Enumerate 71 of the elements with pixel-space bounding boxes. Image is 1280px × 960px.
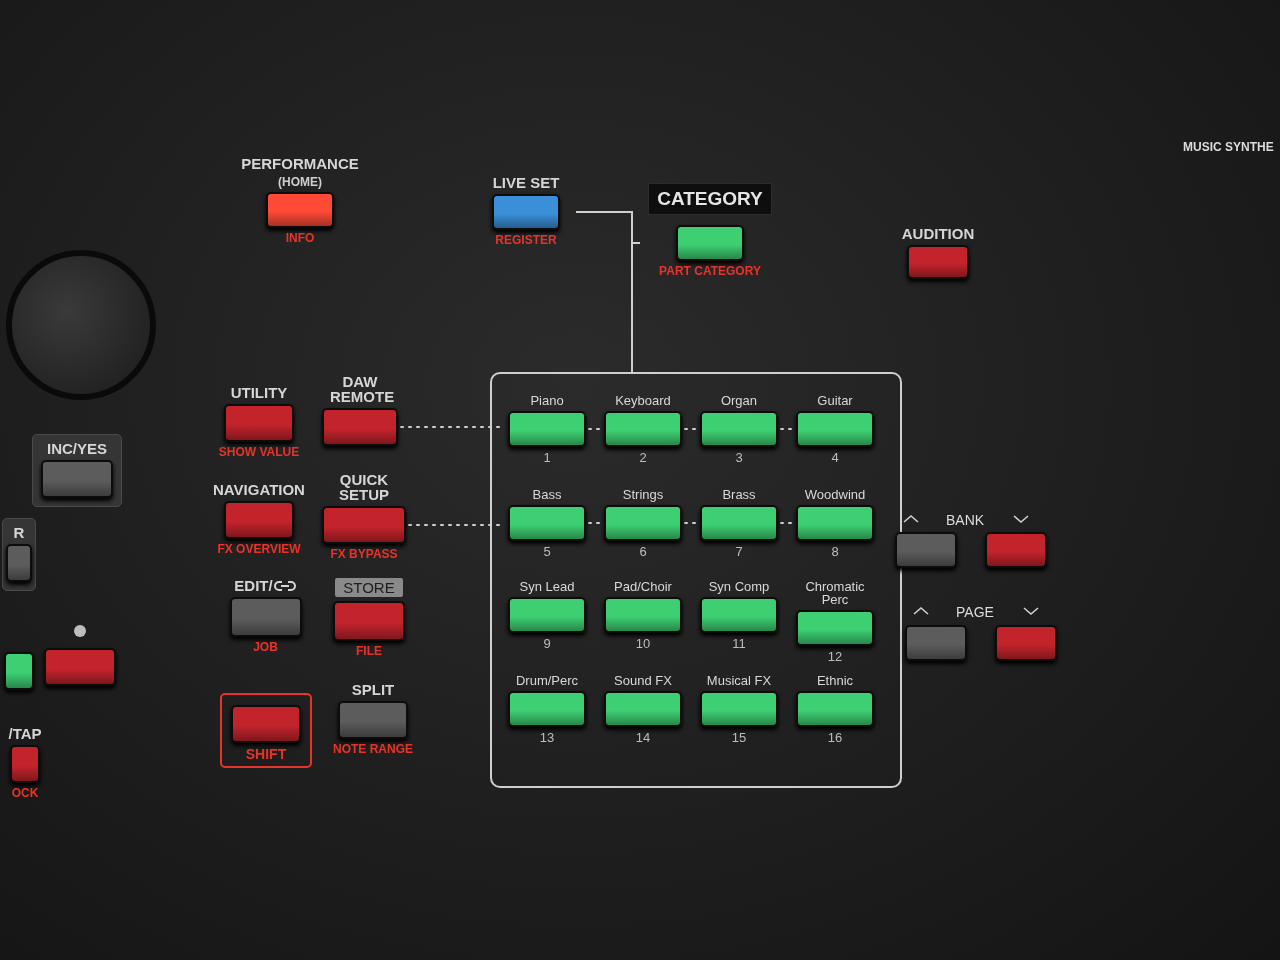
button-label: Drum/Perc bbox=[515, 674, 579, 687]
button-number: 1 bbox=[543, 450, 551, 465]
button-label: Bass bbox=[532, 488, 562, 501]
dotted-line bbox=[780, 522, 794, 524]
button-number: 13 bbox=[539, 730, 555, 745]
button-label: Syn Comp bbox=[708, 580, 770, 593]
panel-caption: MUSIC SYNTHE bbox=[1183, 140, 1274, 154]
button-label: BANK bbox=[946, 512, 985, 528]
button-label: QUICK SETUP bbox=[338, 472, 390, 502]
button-number: 10 bbox=[635, 636, 651, 651]
button-number: 12 bbox=[827, 649, 843, 664]
connector-line bbox=[631, 242, 641, 373]
function-label: OCK bbox=[11, 786, 39, 800]
button-label: Keyboard bbox=[615, 394, 671, 407]
dotted-line bbox=[684, 428, 698, 430]
button-label: AUDITION bbox=[901, 226, 975, 241]
function-label: JOB bbox=[253, 640, 278, 654]
button-label: CATEGORY bbox=[648, 183, 772, 215]
button-number: 8 bbox=[831, 544, 839, 559]
panel-frame bbox=[490, 372, 902, 788]
button-number: 14 bbox=[635, 730, 651, 745]
function-label: NOTE RANGE bbox=[333, 742, 413, 756]
button-number: 2 bbox=[639, 450, 647, 465]
button-label: Piano bbox=[530, 394, 564, 407]
dotted-line bbox=[780, 428, 794, 430]
button-label: STORE bbox=[335, 578, 403, 597]
button-label: Sound FX bbox=[614, 674, 672, 687]
button-label: Guitar bbox=[817, 394, 853, 407]
button-label: Musical FX bbox=[706, 674, 772, 687]
button-label: NAVIGATION bbox=[213, 482, 305, 497]
button-label: Chromatic Perc bbox=[804, 580, 866, 606]
function-label: SHOW VALUE bbox=[218, 445, 300, 459]
button-number: 11 bbox=[732, 636, 746, 651]
button-number: 3 bbox=[735, 450, 743, 465]
button-label: SPLIT bbox=[351, 682, 395, 697]
button-label: Pad/Choir bbox=[614, 580, 672, 593]
button-number: 15 bbox=[731, 730, 747, 745]
button-label: Ethnic bbox=[816, 674, 854, 687]
button-label: Strings bbox=[622, 488, 664, 501]
button-label: INC/YES bbox=[47, 441, 107, 456]
button-label: (HOME) bbox=[278, 175, 322, 189]
button-number: 5 bbox=[543, 544, 551, 559]
button-surround bbox=[220, 693, 312, 768]
button-label: EDIT/ bbox=[234, 578, 273, 593]
function-label: REGISTER bbox=[495, 233, 557, 247]
function-label: FILE bbox=[356, 644, 382, 658]
function-label: FX BYPASS bbox=[330, 547, 398, 561]
button-number: 9 bbox=[543, 636, 551, 651]
button-label: /TAP bbox=[8, 726, 42, 741]
button-label: UTILITY bbox=[230, 385, 288, 400]
function-label: SHIFT bbox=[245, 746, 287, 762]
button-surround bbox=[32, 434, 122, 507]
button-label: PERFORMANCE bbox=[241, 156, 359, 171]
dotted-line bbox=[588, 522, 602, 524]
function-label: PART CATEGORY bbox=[659, 264, 761, 278]
button-number: 4 bbox=[831, 450, 839, 465]
button-label: Woodwind bbox=[804, 488, 866, 501]
function-label: INFO bbox=[285, 231, 315, 245]
button-label: Syn Lead bbox=[519, 580, 575, 593]
button-label: Brass bbox=[722, 488, 756, 501]
button-label: LIVE SET bbox=[492, 175, 560, 190]
button-label: Organ bbox=[720, 394, 758, 407]
button-number: 16 bbox=[827, 730, 843, 745]
button-label: R bbox=[13, 525, 25, 540]
dotted-line bbox=[684, 522, 698, 524]
button-number: 6 bbox=[639, 544, 647, 559]
button-number: 7 bbox=[735, 544, 743, 559]
function-label: FX OVERVIEW bbox=[217, 542, 301, 556]
button-label: PAGE bbox=[956, 604, 994, 620]
dotted-line bbox=[588, 428, 602, 430]
button-surround bbox=[2, 518, 36, 591]
